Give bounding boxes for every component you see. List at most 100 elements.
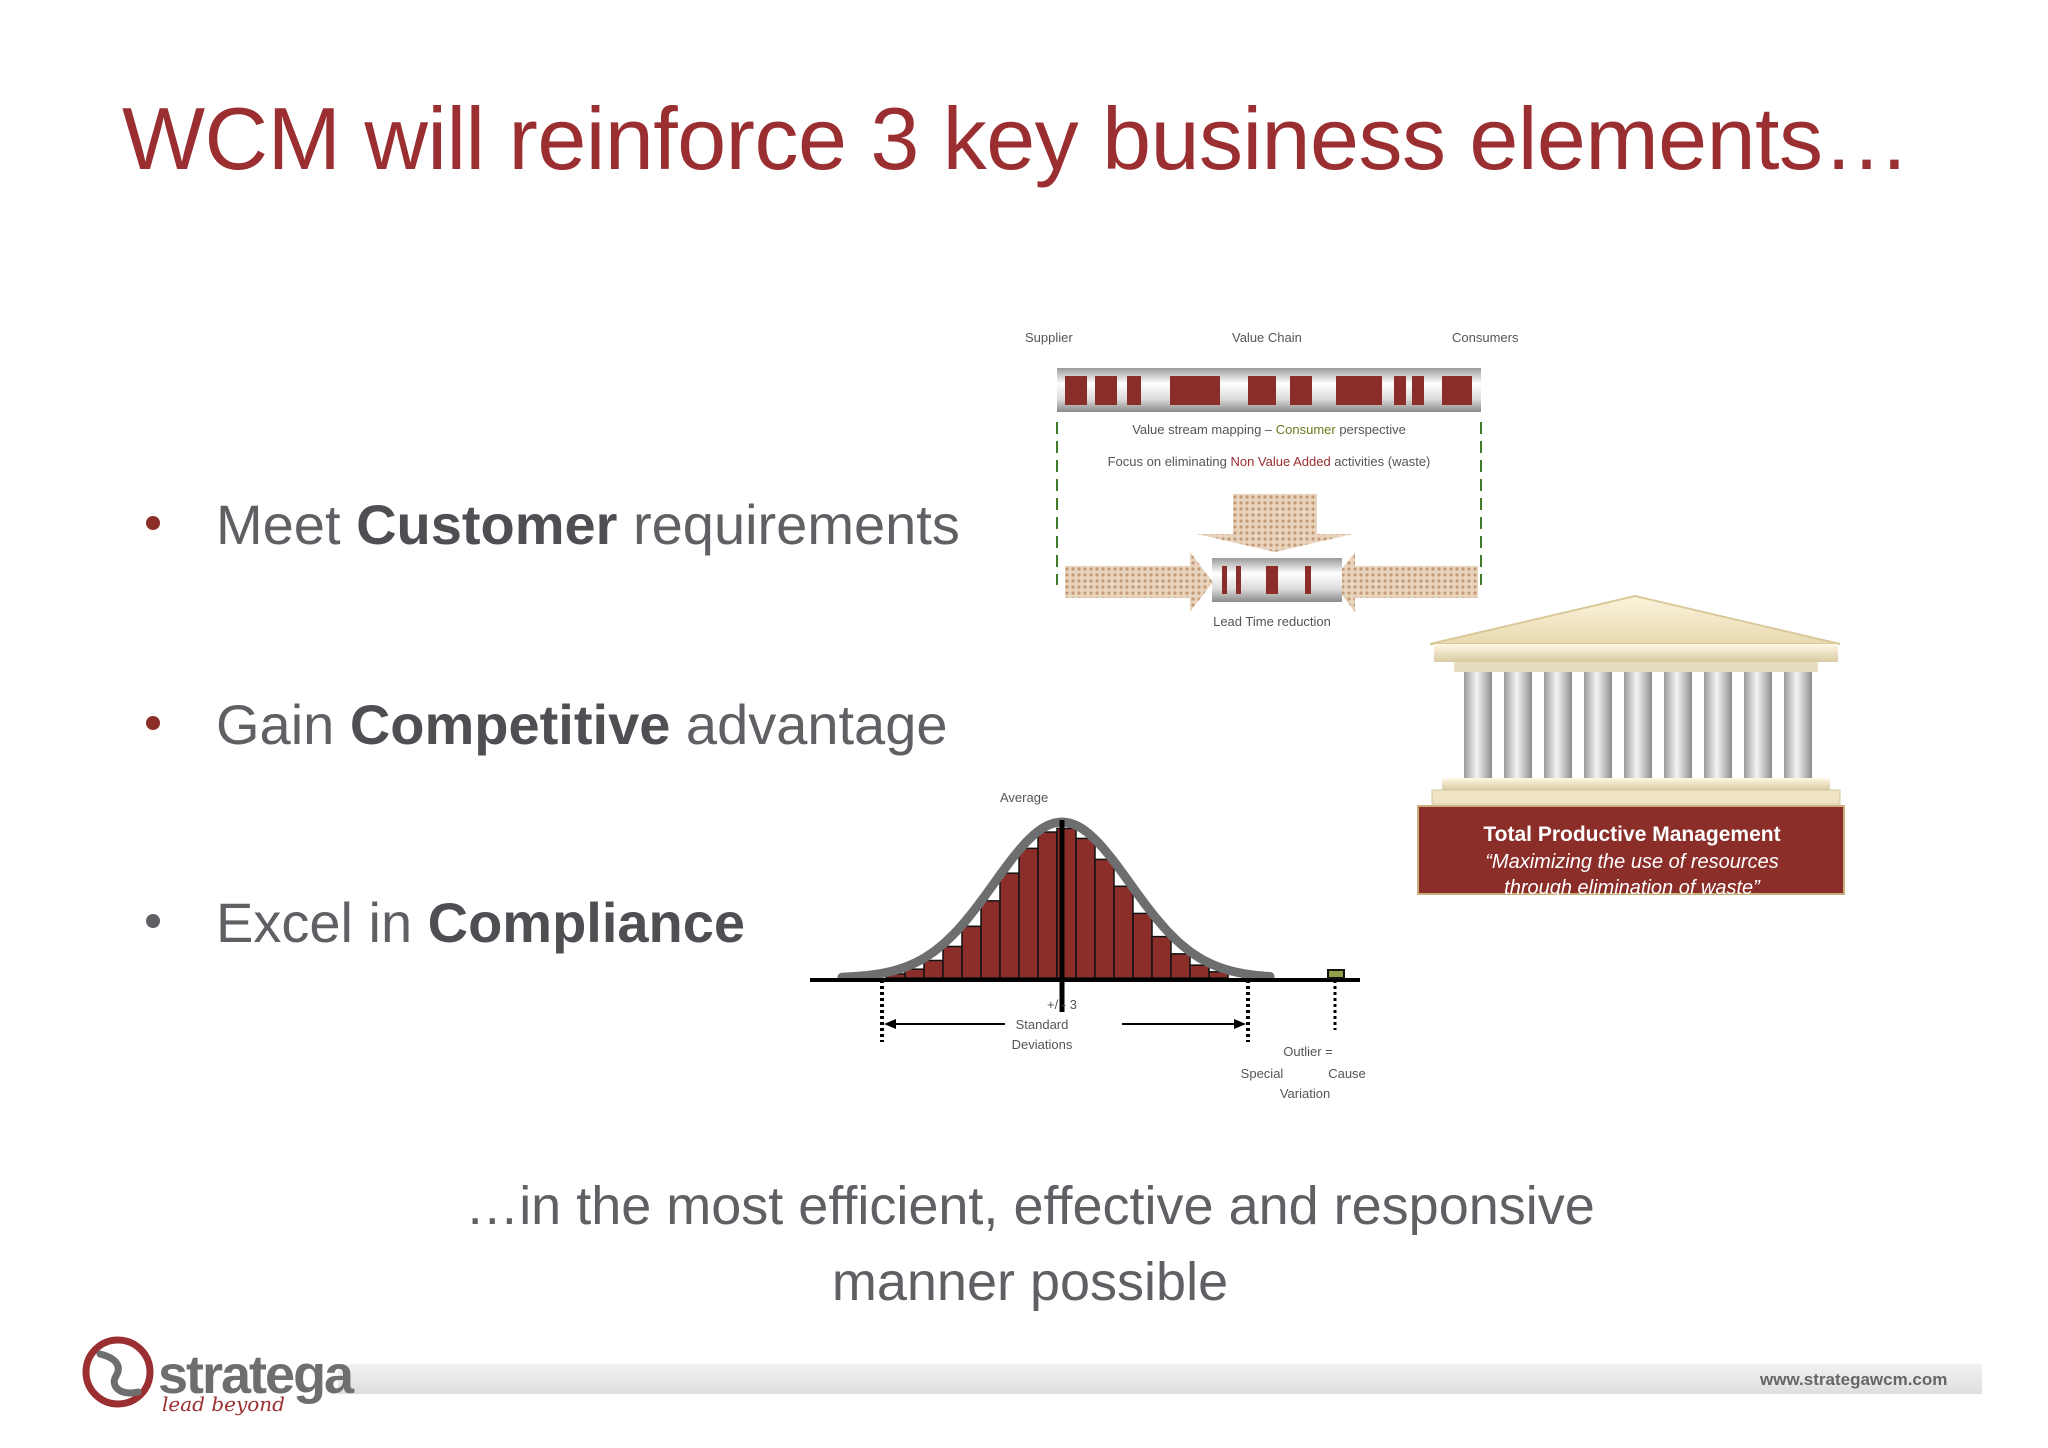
normal-curve [837, 817, 1275, 982]
reduced-blocks [1222, 566, 1311, 594]
tpm-quote-line1: “Maximizing the use of resources [1485, 851, 1778, 873]
histogram [885, 827, 1229, 979]
footer-url: www.strategawcm.com [1760, 1370, 1948, 1389]
bullet-dot [146, 914, 160, 929]
focus-prefix: Focus on eliminating [1108, 454, 1231, 469]
outlier-line2a: Special [1241, 1066, 1284, 1081]
histogram-bar [1151, 935, 1172, 979]
logo-wordmark: stratega [158, 1345, 354, 1405]
bullet-suffix: requirements [617, 493, 960, 556]
slide-title: WCM will reinforce 3 key business elemen… [122, 89, 1910, 188]
label-average: Average [1000, 790, 1048, 805]
sd-line1: +/ - 3 [1047, 997, 1077, 1012]
outlier-line2b: Cause [1328, 1066, 1366, 1081]
outlier-box [1327, 969, 1345, 979]
label-supplier: Supplier [1025, 330, 1073, 345]
temple-capital [1454, 662, 1818, 672]
sd-arrowhead-right [1234, 1019, 1246, 1029]
histogram-bar [1094, 858, 1115, 979]
left-arrow [1332, 552, 1478, 612]
sd-line2: Standard [1016, 1017, 1069, 1032]
bullet-bold: Competitive [349, 693, 671, 756]
histogram-bar [1037, 831, 1058, 979]
bullet-bold: Compliance [427, 891, 746, 954]
temple-column [1664, 672, 1692, 778]
nva-block [1248, 376, 1276, 405]
nva-block [1305, 566, 1311, 594]
histogram-bar [961, 925, 982, 979]
histogram-bar [1113, 885, 1134, 979]
temple-column [1544, 672, 1572, 778]
vsm-highlight: Consumer [1276, 422, 1337, 437]
bullet-bold: Customer [356, 493, 618, 556]
vsm-suffix: perspective [1336, 422, 1406, 437]
dashed-bracket [1056, 422, 1482, 585]
tpm-panel [1417, 805, 1845, 895]
temple-base-top [1442, 778, 1830, 790]
bullet-dot [146, 716, 160, 731]
footer-bar [338, 1364, 1982, 1394]
label-value-chain: Value Chain [1232, 330, 1302, 345]
nva-block [1127, 376, 1141, 405]
logo-swirl [96, 1350, 142, 1397]
closing-line1: …in the most efficient, effective and re… [465, 1176, 1595, 1236]
focus-text: Focus on eliminating Non Value Added act… [1108, 454, 1431, 469]
sd-arrowhead-left [884, 1019, 896, 1029]
right-arrow [1065, 552, 1213, 612]
vsm-prefix: Value stream mapping – [1132, 422, 1276, 437]
label-consumers: Consumers [1452, 330, 1519, 345]
bullet-competitive: Gain Competitive advantage [146, 692, 948, 757]
nva-block [1394, 376, 1406, 405]
histogram-bar [1018, 847, 1039, 979]
bullet-prefix: Gain [216, 693, 350, 756]
temple-column [1624, 672, 1652, 778]
bullet-prefix: Excel in [216, 891, 428, 954]
nva-block [1222, 566, 1227, 594]
sd-line3: Deviations [1012, 1037, 1073, 1052]
bullet-suffix: advantage [670, 693, 948, 756]
focus-suffix: activities (waste) [1331, 454, 1431, 469]
down-arrow [1197, 494, 1353, 552]
bullet-compliance: Excel in Compliance [146, 890, 745, 955]
histogram-bar [980, 900, 1001, 979]
bullet-prefix: Meet [216, 493, 357, 556]
histogram-bar [1075, 837, 1096, 979]
bullet-dot [146, 516, 160, 531]
temple-column [1584, 672, 1612, 778]
temple-column [1464, 672, 1492, 778]
temple-roof [1429, 594, 1841, 645]
nva-block [1095, 376, 1117, 405]
nva-block [1290, 376, 1312, 405]
temple-architrave [1434, 644, 1838, 662]
histogram-bar [1132, 912, 1153, 979]
nva-block [1442, 376, 1472, 405]
histogram-bar [942, 945, 963, 979]
tpm-temple: Total Productive Management “Maximizing … [1417, 594, 1845, 899]
nva-block [1236, 566, 1241, 594]
lead-time-label: Lead Time reduction [1213, 614, 1331, 629]
logo-ring [82, 1336, 154, 1408]
outlier-line1: Outlier = [1283, 1044, 1333, 1059]
vsm-text: Value stream mapping – Consumer perspect… [1132, 422, 1406, 437]
focus-highlight: Non Value Added [1230, 454, 1330, 469]
outlier-line3: Variation [1280, 1086, 1330, 1101]
tpm-quote-line2: through elimination of waste” [1504, 877, 1761, 899]
nva-block [1412, 376, 1424, 405]
temple-column [1744, 672, 1772, 778]
stratega-logo-icon [82, 1336, 154, 1408]
closing-statement: …in the most efficient, effective and re… [300, 1168, 1760, 1320]
distribution-diagram: Average +/ - 3 Standard Deviations Outli… [810, 790, 1366, 1101]
value-chain-blocks [1065, 376, 1472, 405]
nva-block [1065, 376, 1087, 405]
value-chain-diagram: Supplier Value Chain Consumers Value str… [1025, 330, 1519, 629]
closing-line2: manner possible [831, 1252, 1229, 1312]
temple-column [1704, 672, 1732, 778]
temple-base [1431, 789, 1841, 805]
histogram-bar [999, 872, 1020, 979]
bullet-customer: Meet Customer requirements [146, 492, 960, 557]
histogram-bar [1189, 964, 1210, 979]
logo-tagline: lead beyond [162, 1392, 285, 1416]
nva-block [1266, 566, 1278, 594]
temple-column [1504, 672, 1532, 778]
temple-columns [1464, 672, 1812, 778]
